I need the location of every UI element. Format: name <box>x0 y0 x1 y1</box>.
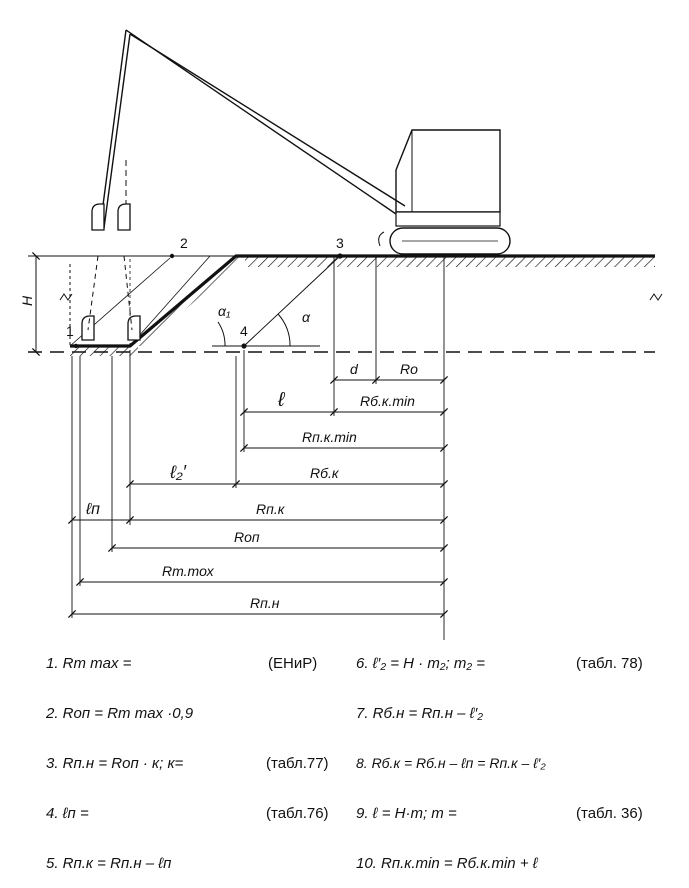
ground-hatching <box>70 256 655 356</box>
point-3-dot <box>337 253 343 259</box>
label-Ron: Rоп <box>234 529 260 545</box>
formula-3: 3. Rп.н = Rоп · к; к= <box>46 755 184 772</box>
label-d: d <box>350 361 359 377</box>
formula-1-ref: (ЕНиР) <box>268 655 318 672</box>
formula-2: 2. Rоп = Rт max ·0,9 <box>46 705 194 722</box>
excavation-profile <box>28 254 655 348</box>
label-point-1: 1 <box>66 323 74 339</box>
label-point-2: 2 <box>180 235 188 251</box>
crane-boom <box>99 29 406 229</box>
dimension-lines <box>67 375 449 619</box>
label-l2: ℓ₂′ <box>169 462 187 482</box>
crane <box>378 129 511 255</box>
label-Ro: Ro <box>400 361 418 377</box>
label-Rpk-min: Rп.к.min <box>302 429 357 445</box>
extension-lines <box>71 256 445 640</box>
point-1-dot <box>73 343 79 349</box>
load-blocks <box>81 203 141 341</box>
label-point-3: 3 <box>336 235 344 251</box>
crane-cab <box>395 129 501 213</box>
slope-angle-lines <box>69 255 341 347</box>
formula-1: 1. Rт max = <box>46 655 132 672</box>
formula-4: 4. ℓп = <box>46 805 89 822</box>
formula-5: 5. Rп.к = Rп.н – ℓп <box>46 855 172 872</box>
formula-7: 7. Rб.н = Rп.н – ℓ′₂ <box>356 705 484 722</box>
formula-9: 9. ℓ = H·m; m = <box>356 805 457 822</box>
formula-6-ref: (табл. 78) <box>576 655 643 672</box>
point-4-dot <box>241 343 247 349</box>
crane-turntable <box>395 211 501 227</box>
label-Rbk-min: Rб.к.min <box>360 393 415 409</box>
label-point-4: 4 <box>240 323 248 339</box>
formula-9-ref: (табл. 36) <box>576 805 643 822</box>
point-2-dot <box>169 253 175 259</box>
label-Rpn: Rп.н <box>250 595 280 611</box>
label-Rtmax: Rт.mох <box>162 563 215 579</box>
label-H: H <box>19 295 35 306</box>
break-mark-left <box>59 293 73 301</box>
label-l: ℓ <box>277 389 286 411</box>
label-alpha1: α₁ <box>218 303 231 319</box>
label-Rbk: Rб.к <box>310 465 340 481</box>
formula-8: 8. Rб.к = Rб.н – ℓп = Rп.к – ℓ′₂ <box>356 755 546 771</box>
label-ln: ℓп <box>85 501 100 518</box>
break-mark-right <box>649 293 663 301</box>
formula-4-ref: (табл.76) <box>266 805 329 822</box>
formula-6: 6. ℓ′₂ = H · m₂; m₂ = <box>356 655 486 672</box>
label-alpha: α <box>302 309 311 325</box>
label-Rpk: Rп.к <box>256 501 286 517</box>
excavation-crane-diagram: H 1 2 3 4 α α₁ <box>19 29 663 640</box>
formula-10: 10. Rп.к.min = Rб.к.min + ℓ <box>356 855 538 872</box>
formula-3-ref: (табл.77) <box>266 755 329 772</box>
